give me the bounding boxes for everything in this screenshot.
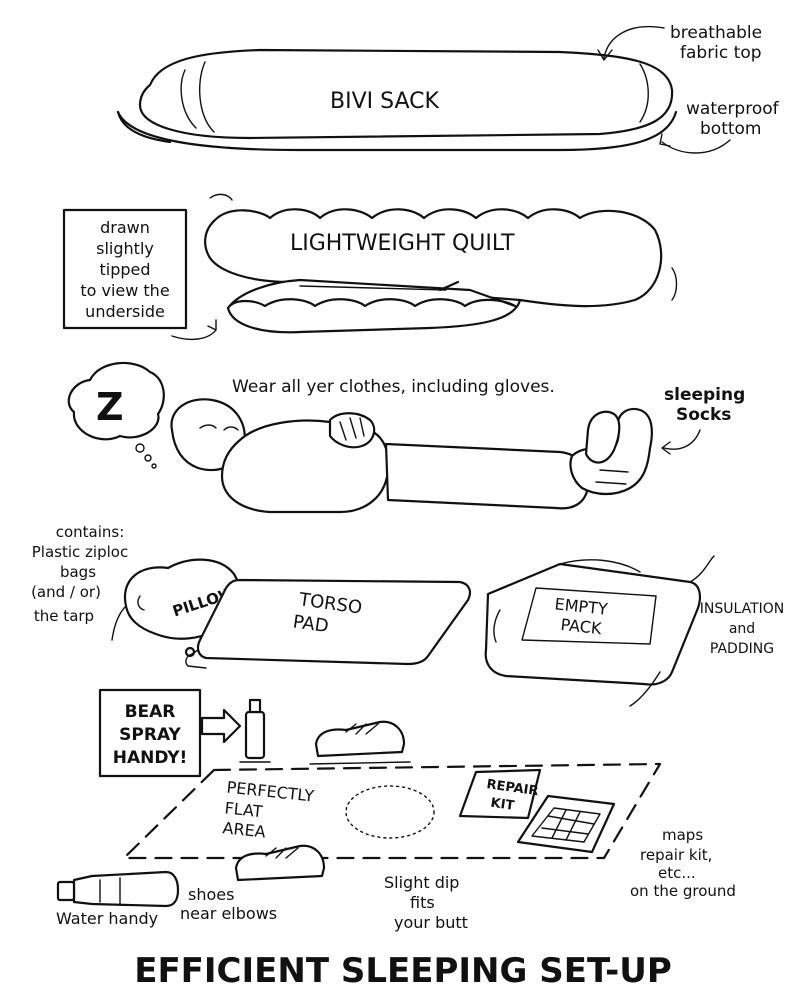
flat-line3: AREA <box>222 818 267 841</box>
torso-pad: TORSO PAD <box>184 578 471 669</box>
maps-line4: on the ground <box>630 882 736 900</box>
page-title: EFFICIENT SLEEPING SET-UP <box>134 951 672 991</box>
contains-line4: (and / or) <box>31 583 101 601</box>
tipped-note-box: drawn slightly tipped to view the unders… <box>62 208 217 341</box>
maps-line3: etc... <box>658 864 696 882</box>
tipped-line2: slightly <box>96 239 154 258</box>
sleeping-person <box>170 398 653 514</box>
insulation-line3: PADDING <box>710 641 774 657</box>
dip-line3: your butt <box>394 913 468 932</box>
repair-line1: REPAIR <box>486 777 540 799</box>
tipped-line4: to view the <box>80 281 169 300</box>
flat-line2: FLAT <box>224 798 264 821</box>
maps-line1: maps <box>662 826 703 844</box>
breathable-line2: fabric top <box>680 43 762 63</box>
waterproof-bottom-note: waterproof bottom <box>659 99 780 154</box>
sleeping-socks-note: sleeping Socks <box>661 385 745 455</box>
z-letter: Z <box>96 385 124 429</box>
shoes-bottom <box>234 844 326 882</box>
insulation-line1: INSULATION <box>700 601 785 617</box>
shoes-top <box>309 720 411 765</box>
bivi-sack: BIVI SACK <box>116 48 678 152</box>
pillow-contents-note: contains: Plastic ziploc bags (and / or)… <box>31 523 128 625</box>
maps-line2: repair kit, <box>640 846 712 864</box>
z-thought-bubble: Z <box>67 361 165 469</box>
socks-line2: Socks <box>676 405 731 425</box>
flat-area-outline: PERFECTLY FLAT AREA <box>122 762 662 860</box>
waterproof-line1: waterproof <box>686 99 780 119</box>
waterproof-line2: bottom <box>700 119 761 139</box>
shoes-line1: shoes <box>188 885 234 904</box>
bivi-sack-label: BIVI SACK <box>330 89 440 114</box>
dip-note: Slight dip fits your butt <box>384 873 468 932</box>
socks-line1: sleeping <box>664 385 745 405</box>
dip-line1: Slight dip <box>384 873 459 892</box>
pad-line2: PAD <box>291 611 329 637</box>
breathable-top-note: breathable fabric top <box>597 23 762 63</box>
water-bottle <box>56 870 180 908</box>
lightweight-quilt: LIGHTWEIGHT QUILT <box>204 193 678 334</box>
contains-line2: Plastic ziploc <box>32 543 128 561</box>
contains-line5: the tarp <box>34 607 94 625</box>
maps-note: maps repair kit, etc... on the ground <box>630 826 736 900</box>
bear-spray-canister <box>239 698 271 763</box>
dip-line2: fits <box>410 893 435 912</box>
bear-line2: SPRAY <box>119 725 181 745</box>
water-note: Water handy <box>56 909 158 928</box>
shoes-note: shoes near elbows <box>180 885 277 923</box>
insulation-note: INSULATION and PADDING <box>700 601 785 657</box>
quilt-label: LIGHTWEIGHT QUILT <box>290 231 515 256</box>
breathable-line1: breathable <box>670 23 762 43</box>
bear-spray-note: BEAR SPRAY HANDY! <box>98 688 242 778</box>
contains-line1: contains: <box>56 523 125 541</box>
maps <box>516 794 616 854</box>
pack-line2: PACK <box>560 615 603 638</box>
empty-pack: EMPTY PACK <box>484 555 715 707</box>
insulation-line2: and <box>729 621 755 637</box>
repair-kit: REPAIR KIT <box>458 768 542 820</box>
tipped-line1: drawn <box>100 218 150 237</box>
tipped-line5: underside <box>85 302 165 321</box>
repair-line2: KIT <box>490 796 516 814</box>
contains-line3: bags <box>60 563 96 581</box>
bear-line1: BEAR <box>125 702 176 722</box>
shoes-line2: near elbows <box>180 904 277 923</box>
clothes-note: Wear all yer clothes, including gloves. <box>232 377 555 397</box>
tipped-line3: tipped <box>99 260 150 279</box>
bear-line3: HANDY! <box>113 748 188 768</box>
